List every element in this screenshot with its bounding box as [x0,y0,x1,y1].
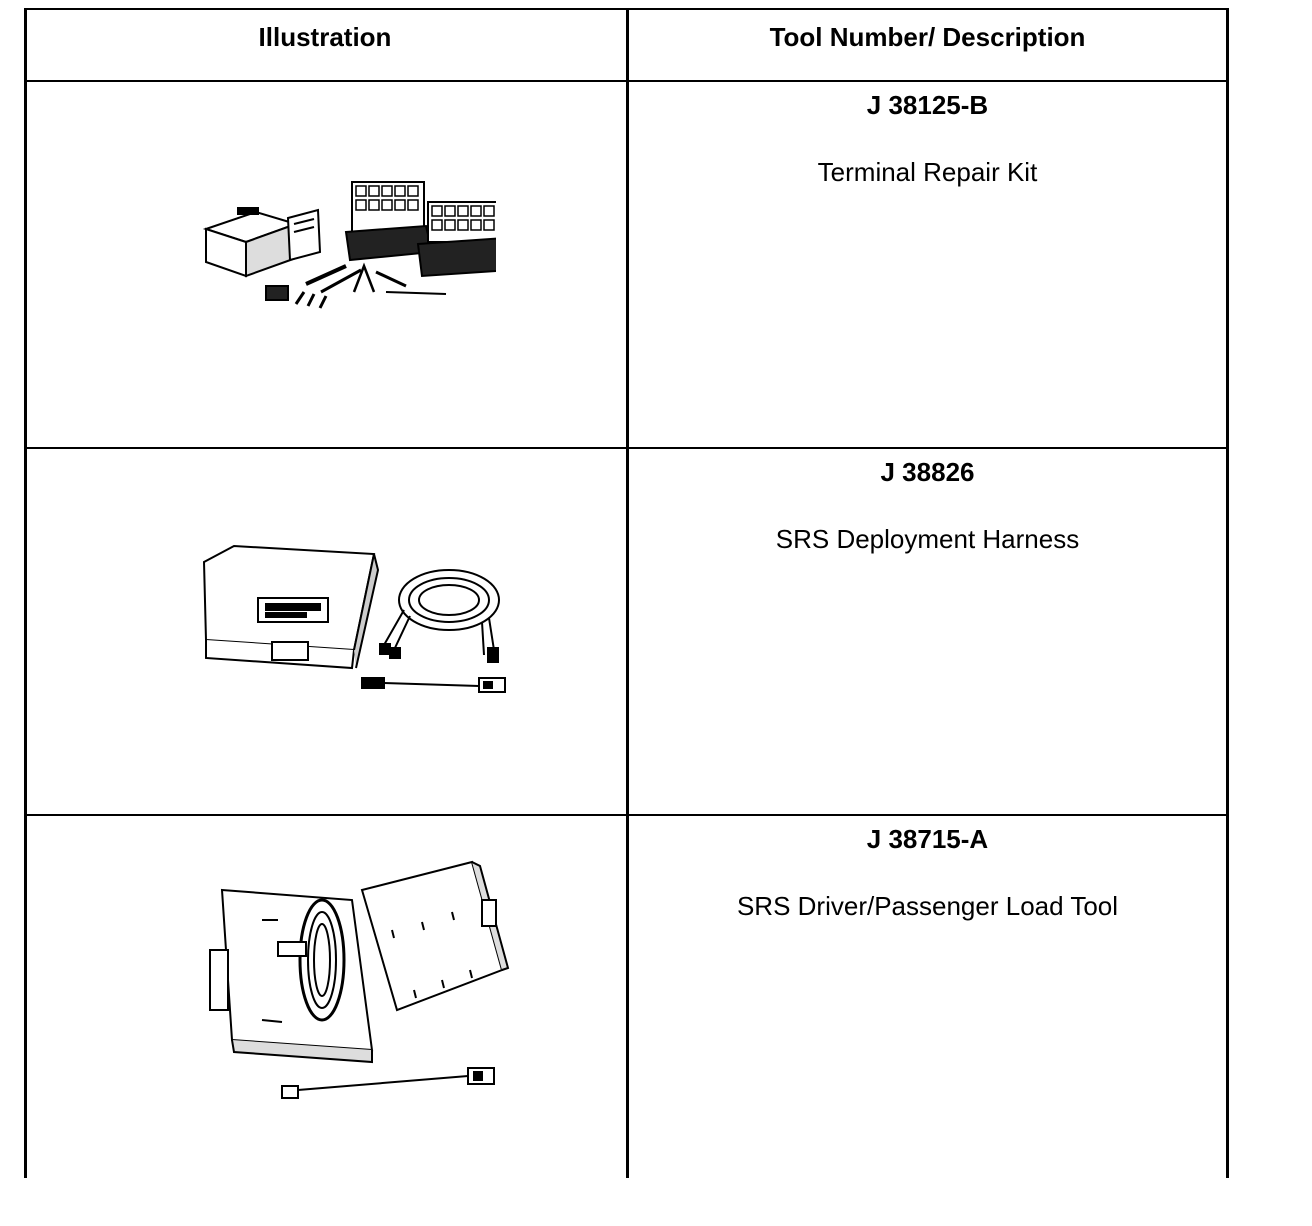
tool-table: Illustration Tool Number/ Description J … [24,8,1230,1178]
tool-number: J 38826 [880,457,975,487]
deployment-harness-case-icon [194,540,514,700]
row-divider-2 [24,814,1229,816]
header-tool-number-description: Tool Number/ Description [769,22,1086,52]
tool-number: J 38715-A [866,824,989,854]
tool-description: Terminal Repair Kit [817,157,1038,187]
header-divider [24,80,1229,82]
terminal-repair-kit-icon [196,174,496,314]
header-illustration: Illustration [258,22,392,52]
load-tool-case-icon [202,850,522,1100]
tool-description: SRS Deployment Harness [775,524,1080,554]
table-border-top [24,8,1229,10]
table-column-divider [626,8,629,1178]
tool-description: SRS Driver/Passenger Load Tool [736,891,1119,921]
table-border-right [1226,8,1229,1178]
row-divider-1 [24,447,1229,449]
tool-number: J 38125-B [866,90,989,120]
table-row: J 38826 SRS Deployment Harness [629,457,1226,555]
table-row: J 38715-A SRS Driver/Passenger Load Tool [629,824,1226,922]
table-row: J 38125-B Terminal Repair Kit [629,90,1226,188]
table-border-left [24,8,27,1178]
